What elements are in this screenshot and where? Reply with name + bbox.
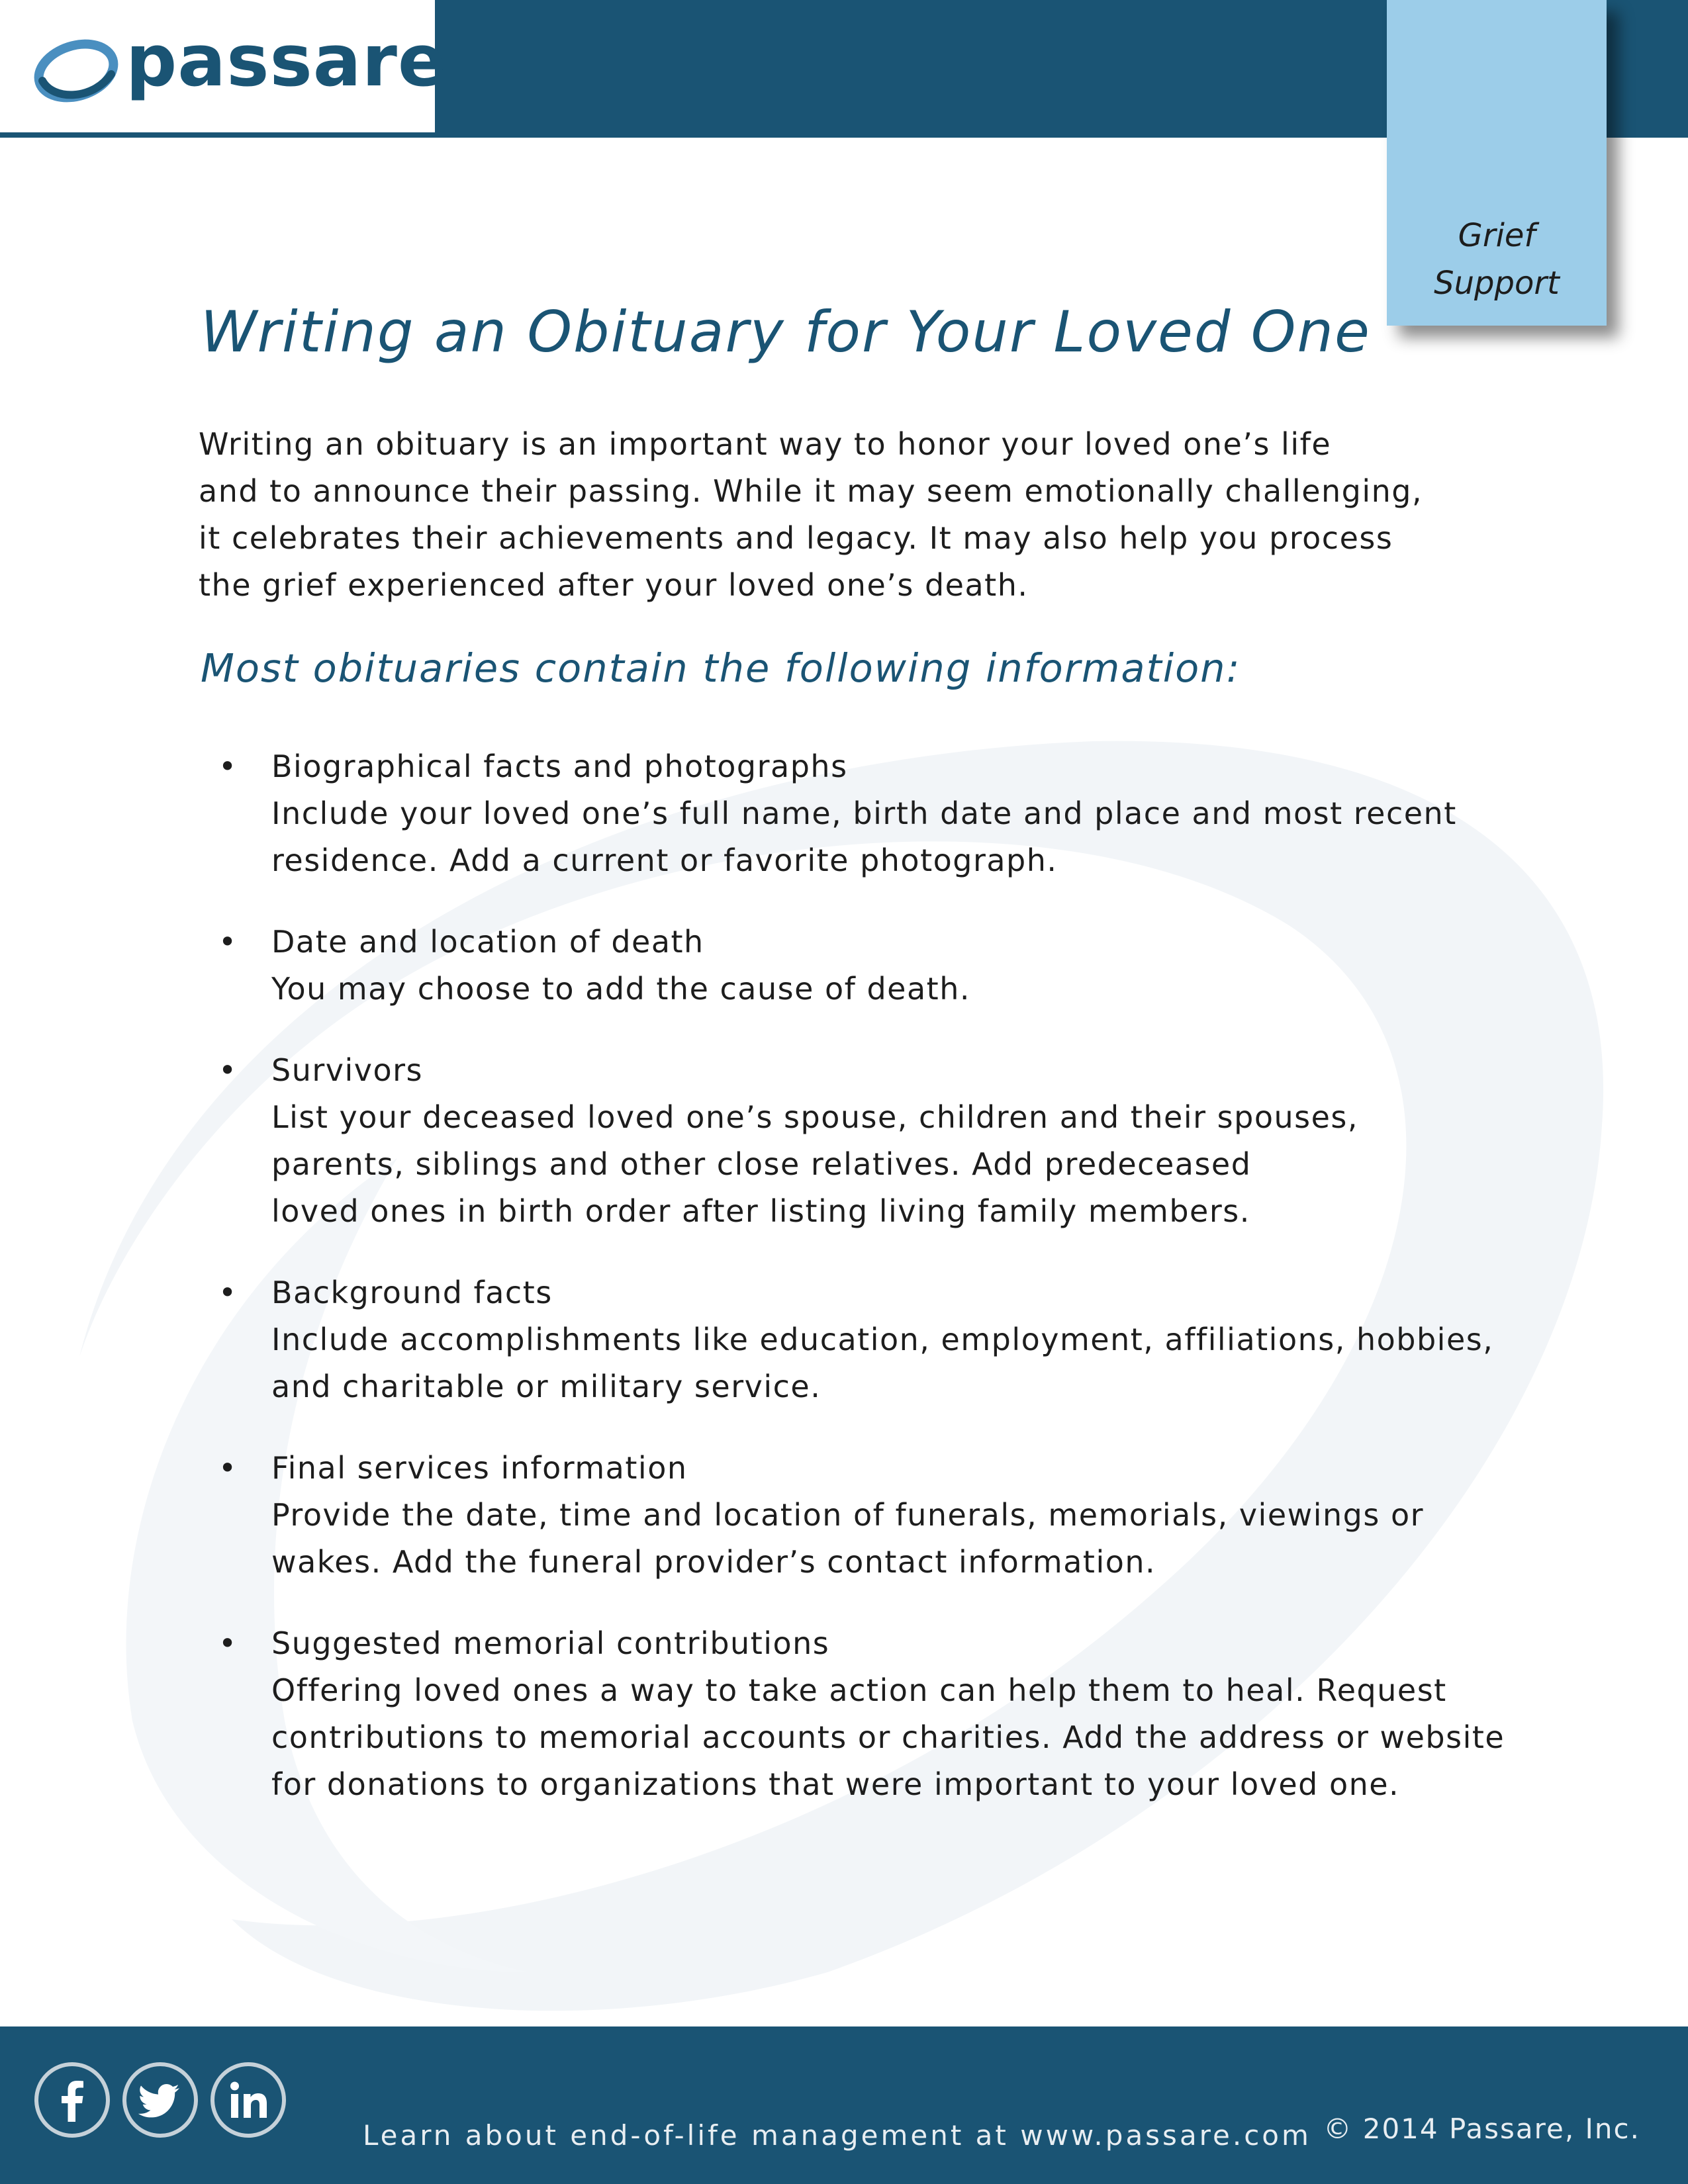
footer-band: Learn about end-of-life management at ww… bbox=[0, 2026, 1688, 2184]
section-subheading: Most obituaries contain the following in… bbox=[201, 645, 1241, 691]
item-line: and charitable or military service. bbox=[271, 1369, 821, 1404]
list-item: • Background facts Include accomplishmen… bbox=[218, 1269, 1494, 1410]
tab-label-line1: Grief bbox=[1458, 217, 1536, 254]
twitter-icon[interactable] bbox=[122, 2062, 198, 2138]
item-line: loved ones in birth order after listing … bbox=[271, 1193, 1250, 1229]
item-line: wakes. Add the funeral provider’s contac… bbox=[271, 1544, 1156, 1580]
item-line: contributions to memorial accounts or ch… bbox=[271, 1719, 1505, 1755]
list-item: • Final services information Provide the… bbox=[218, 1445, 1443, 1586]
item-line: for donations to organizations that were… bbox=[271, 1766, 1400, 1802]
item-heading: Background facts bbox=[271, 1275, 553, 1310]
intro-line: it celebrates their achievements and leg… bbox=[199, 520, 1393, 556]
bullet-icon: • bbox=[218, 1450, 237, 1486]
tab-label: Grief Support bbox=[1387, 212, 1607, 307]
item-line: Provide the date, time and location of f… bbox=[271, 1497, 1425, 1533]
passare-swirl-logo-icon bbox=[34, 39, 118, 103]
item-line: List your deceased loved one’s spouse, c… bbox=[271, 1099, 1358, 1135]
intro-line: and to announce their passing. While it … bbox=[199, 473, 1423, 509]
info-list: • Biographical facts and photographs Inc… bbox=[218, 743, 1505, 1843]
item-heading: Suggested memorial contributions bbox=[271, 1625, 830, 1661]
item-line: Include accomplishments like education, … bbox=[271, 1322, 1494, 1357]
tab-label-line2: Support bbox=[1434, 265, 1560, 302]
footer-copyright: © 2014 Passare, Inc. bbox=[1323, 2113, 1640, 2145]
list-item: • Date and location of death You may cho… bbox=[218, 919, 1443, 1013]
item-line: residence. Add a current or favorite pho… bbox=[271, 842, 1058, 878]
item-heading: Survivors bbox=[271, 1052, 424, 1088]
list-item: • Survivors List your deceased loved one… bbox=[218, 1047, 1443, 1235]
bullet-icon: • bbox=[218, 1275, 237, 1310]
bullet-icon: • bbox=[218, 1052, 237, 1088]
item-line: parents, siblings and other close relati… bbox=[271, 1146, 1252, 1182]
footer-cta-text: Learn about end-of-life management at ww… bbox=[363, 2119, 1311, 2152]
item-heading: Date and location of death bbox=[271, 924, 704, 960]
item-heading: Final services information bbox=[271, 1450, 688, 1486]
bullet-icon: • bbox=[218, 1625, 237, 1661]
item-line: You may choose to add the cause of death… bbox=[271, 971, 970, 1007]
item-line: Include your loved one’s full name, birt… bbox=[271, 796, 1457, 831]
page-title: Writing an Obituary for Your Loved One bbox=[201, 299, 1371, 365]
list-item: • Suggested memorial contributions Offer… bbox=[218, 1620, 1505, 1808]
intro-paragraph: Writing an obituary is an important way … bbox=[199, 421, 1423, 609]
bullet-icon: • bbox=[218, 924, 237, 960]
intro-line: Writing an obituary is an important way … bbox=[199, 426, 1332, 462]
logo-area: passare bbox=[0, 0, 446, 132]
list-item: • Biographical facts and photographs Inc… bbox=[218, 743, 1457, 884]
facebook-icon[interactable] bbox=[34, 2062, 110, 2138]
logo-wordmark: passare bbox=[126, 20, 447, 103]
bullet-icon: • bbox=[218, 749, 237, 784]
item-heading: Biographical facts and photographs bbox=[271, 749, 848, 784]
linkedin-icon[interactable] bbox=[211, 2062, 286, 2138]
intro-line: the grief experienced after your loved o… bbox=[199, 567, 1029, 603]
grief-support-tab: Grief Support bbox=[1387, 0, 1607, 326]
item-line: Offering loved ones a way to take action… bbox=[271, 1672, 1447, 1708]
